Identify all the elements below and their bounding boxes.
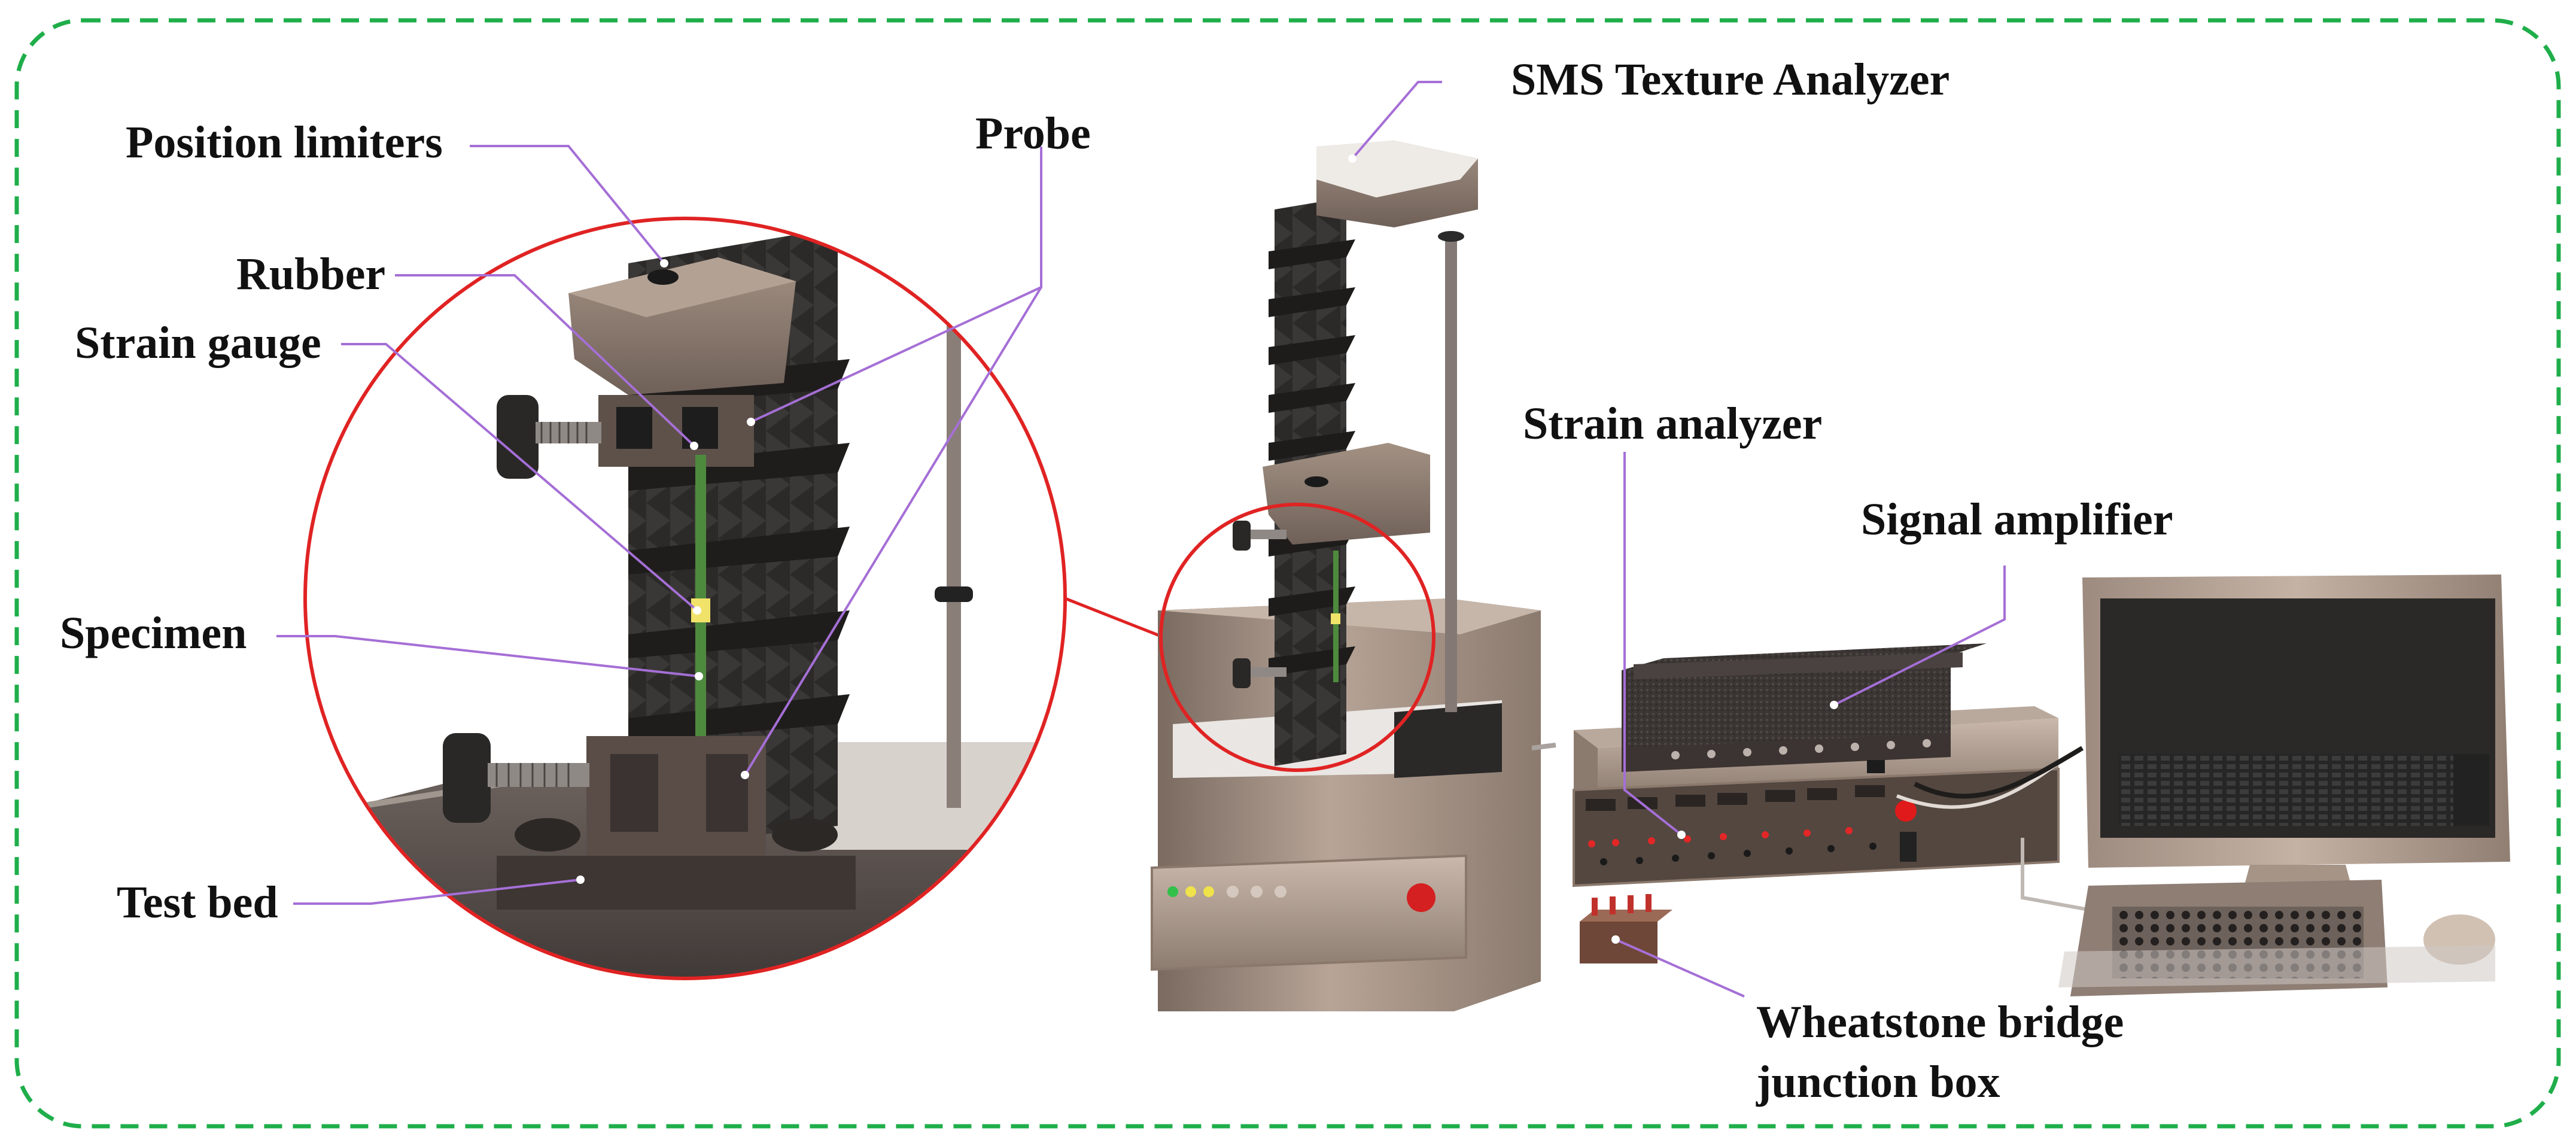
emergency-stop-button [1407,883,1435,912]
leader-specimen [276,635,699,677]
leader-rubber [395,274,695,447]
label-strain-analyzer: Strain analyzer [1523,399,1823,449]
label-strain-gauge: Strain gauge [75,318,321,368]
label-test-bed: Test bed [117,877,278,928]
leader-position-limiters [470,145,665,265]
computer-workstation [2058,574,2510,996]
texture-analyzer [1151,141,1541,1011]
leader-wheatstone [1615,938,1745,998]
leader-lines [276,81,2006,998]
small-zoom-circle [1159,503,1435,772]
leader-test-bed [293,879,581,905]
signal-amplifier-unit [1622,643,1987,773]
leader-endpoints [576,154,1838,944]
label-probe: Probe [975,108,1091,159]
position-limiter-knob [647,269,679,285]
label-rubber: Rubber [236,249,386,299]
label-signal-amplifier: Signal amplifier [1861,494,2173,545]
leader-strain-analyzer [1623,452,1683,836]
cables [1896,746,2089,911]
zoom-connector [1065,597,1164,639]
figure-border [14,18,2561,1129]
label-wheatstone-line2: junction box [1756,1057,2000,1107]
leader-strain-gauge [341,343,698,612]
label-sms-texture-analyzer: SMS Texture Analyzer [1511,54,1950,105]
leader-signal-amplifier [1833,566,2006,706]
junction-box-unit [1580,894,1672,963]
leader-probe-lower [744,286,1042,776]
label-position-limiters: Position limiters [126,117,443,168]
leader-sms [1351,81,1442,160]
label-wheatstone-line1: Wheatstone bridge [1756,997,2124,1047]
power-button [1895,800,1917,822]
label-specimen: Specimen [60,608,247,658]
